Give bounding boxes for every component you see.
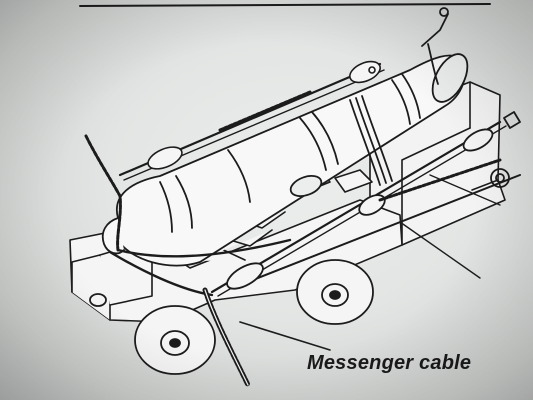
breeching-rope: [84, 134, 292, 297]
upper-tackle: [118, 60, 385, 181]
page-top-rule: [79, 3, 491, 7]
cannon-barrel: [101, 53, 469, 267]
messenger-cable: [202, 287, 251, 388]
messenger-cable-label: Messenger cable: [307, 352, 472, 374]
muzzle-lashing: [349, 7, 449, 186]
caption-leader-line: [239, 321, 331, 351]
floor-lines: [399, 174, 501, 279]
carriage-wheels: [89, 259, 374, 375]
